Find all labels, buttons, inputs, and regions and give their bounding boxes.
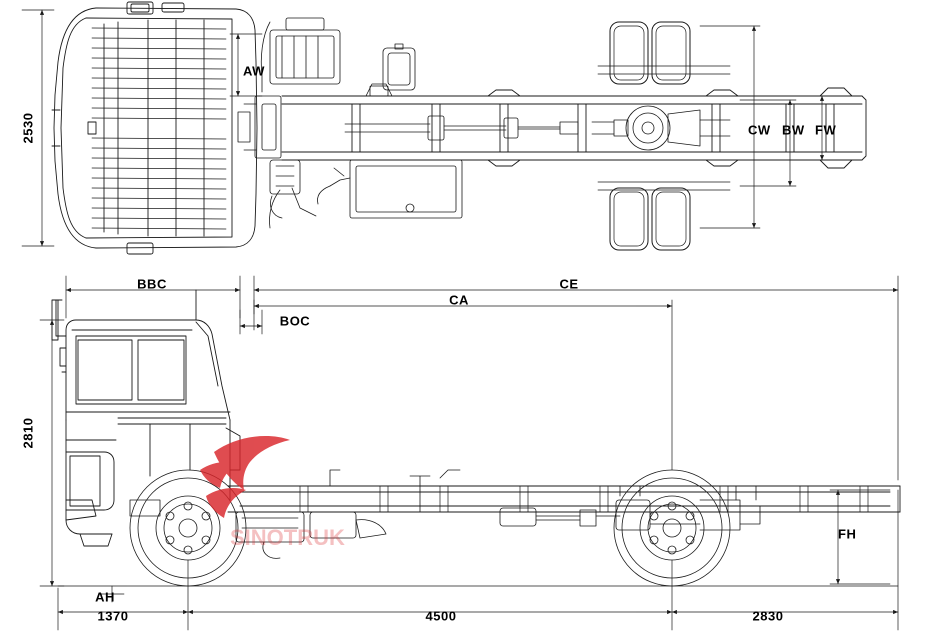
dim-ce: CE <box>559 276 579 292</box>
dim-bbc: BBC <box>137 276 167 292</box>
dim-overall-width: 2530 <box>20 112 36 144</box>
svg-text:SINOTRUK: SINOTRUK <box>230 525 345 550</box>
dim-ah: AH <box>95 589 115 605</box>
dim-wheelbase: 4500 <box>425 608 457 624</box>
brand-watermark: SINOTRUK <box>200 436 345 550</box>
top-view-dimensions <box>21 9 859 247</box>
dim-fw: FW <box>815 122 837 138</box>
top-view-exhaust <box>291 85 389 217</box>
side-view-dimensions <box>39 275 899 631</box>
top-view-engine <box>237 17 416 219</box>
dim-aw: AW <box>243 63 265 79</box>
side-view-frame <box>227 485 901 513</box>
dim-boc: BOC <box>279 313 311 329</box>
top-view-tires <box>260 21 691 251</box>
side-view-mechanicals <box>129 469 801 559</box>
dim-bw: BW <box>782 122 805 138</box>
top-view-cab <box>51 1 258 255</box>
top-view-fuel-tank <box>317 83 463 219</box>
dim-overall-height: 2810 <box>20 417 36 449</box>
dim-fh: FH <box>838 526 857 542</box>
dim-ca: CA <box>449 292 469 308</box>
dim-front-overhang: 1370 <box>97 608 129 624</box>
side-view-cab <box>51 289 241 547</box>
dim-rear-overhang: 2830 <box>752 608 784 624</box>
dim-cw: CW <box>748 122 771 138</box>
top-view-driveline <box>344 65 731 191</box>
